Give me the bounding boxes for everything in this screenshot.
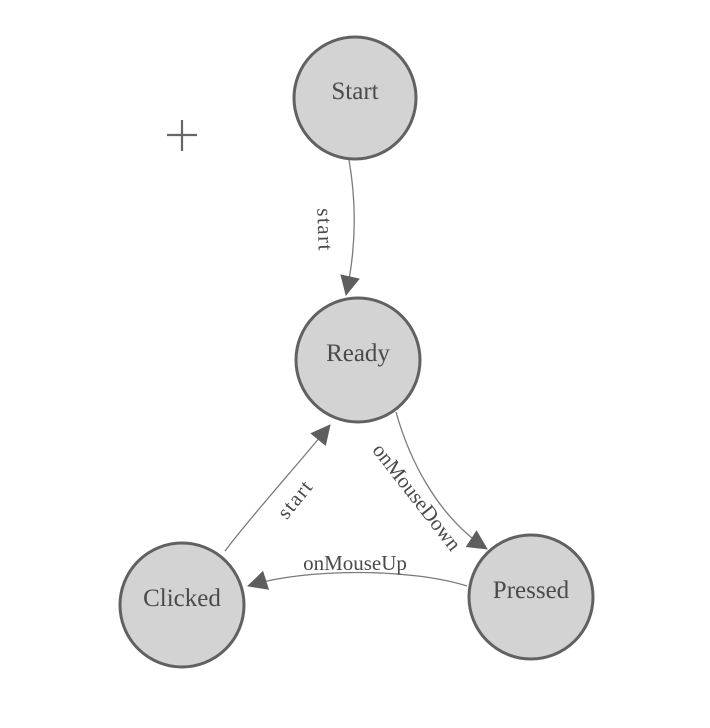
node-start[interactable]: Start (292, 35, 418, 161)
node-clicked[interactable]: Clicked (118, 541, 246, 669)
node-ready-circle[interactable] (294, 296, 422, 424)
edge-clicked-to-ready-line[interactable] (224, 424, 331, 552)
node-start-label: Start (331, 78, 378, 105)
node-pressed-circle[interactable] (467, 533, 595, 661)
node-pressed-label: Pressed (493, 577, 570, 604)
node-pressed[interactable]: Pressed (467, 533, 595, 661)
edge-label-onmousedown: onMouseDown (368, 439, 467, 556)
edge-ready-to-pressed-line[interactable] (395, 411, 488, 550)
node-clicked-circle[interactable] (118, 541, 246, 669)
edge-label-onmouseup: onMouseUp (303, 551, 407, 575)
node-ready[interactable]: Ready (294, 296, 422, 424)
edge-pressed-to-clicked-line[interactable] (247, 570, 468, 590)
edge-clicked-to-ready[interactable]: start (224, 424, 331, 552)
edge-start-to-ready-line[interactable] (340, 159, 360, 296)
crosshair-icon (167, 120, 197, 151)
edge-label-start-1: start (312, 208, 338, 252)
node-clicked-label: Clicked (143, 585, 221, 612)
node-start-circle[interactable] (292, 35, 418, 161)
node-ready-label: Ready (326, 340, 390, 367)
edge-start-to-ready[interactable]: start (312, 159, 360, 296)
edge-pressed-to-clicked[interactable]: onMouseUp (247, 551, 468, 590)
edge-ready-to-pressed[interactable]: onMouseDown (368, 411, 488, 556)
edge-label-start-2: start (272, 474, 318, 523)
